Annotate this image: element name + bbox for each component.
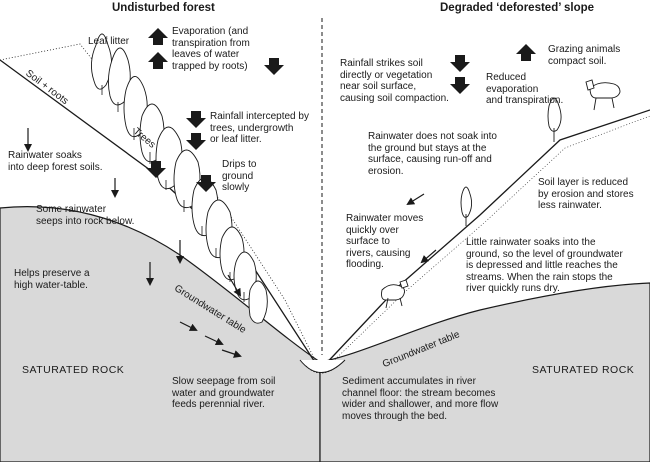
evaporation-up-arrows xyxy=(148,28,168,69)
label-reduced-evaporation: Reduced evaporation and transpiration. xyxy=(486,72,564,106)
forest-tree-trunks xyxy=(101,85,245,302)
grazing-animal-bottom xyxy=(381,279,409,309)
label-rainfall-strikes: Rainfall strikes soil directly or vegeta… xyxy=(340,58,449,104)
label-seeps: Some rainwater seeps into rock below. xyxy=(36,204,135,227)
lone-tree-small xyxy=(460,186,473,226)
saturated-rock-right xyxy=(319,282,650,462)
label-leaf-litter: Leaf litter xyxy=(88,36,130,47)
reduced-evaporation-up-arrow xyxy=(516,44,536,61)
title-degraded-slope: Degraded ‘deforested’ slope xyxy=(440,2,595,14)
rainfall-down-arrows-right xyxy=(450,55,470,94)
label-sediment: Sediment accumulates in river channel fl… xyxy=(342,376,499,422)
label-rainwater-soaks: Rainwater soaks into deep forest soils. xyxy=(8,150,103,173)
lone-tree-top xyxy=(547,97,562,142)
deforested-slope-surface xyxy=(319,109,650,371)
rainfall-down-arrows-left xyxy=(146,58,284,192)
label-moves-quickly: Rainwater moves quickly over surface to … xyxy=(346,213,424,270)
flow-arrows xyxy=(24,128,437,358)
label-preserve: Helps preserve a high water-table. xyxy=(14,268,90,291)
label-rainfall-intercepted: Rainfall intercepted by trees, undergrow… xyxy=(210,111,309,145)
forest-trees xyxy=(91,33,268,324)
label-slow-seepage: Slow seepage from soil water and groundw… xyxy=(172,376,276,410)
label-grazing-animals: Grazing animals compact soil. xyxy=(548,44,621,67)
label-drips: Drips to ground slowly xyxy=(222,159,257,193)
label-soil-layer-reduced: Soil layer is reduced by erosion and sto… xyxy=(538,177,634,211)
grazing-animal-top xyxy=(585,79,621,111)
label-saturated-rock-right: SATURATED ROCK xyxy=(532,364,635,376)
deforested-soil-layer xyxy=(321,115,650,373)
label-little-soaks: Little rainwater soaks into the ground, … xyxy=(466,237,623,294)
label-saturated-rock-left: SATURATED ROCK xyxy=(22,364,125,376)
river-channel xyxy=(299,359,346,373)
label-evaporation: Evaporation (and transpiration from leav… xyxy=(172,26,250,72)
label-no-soak: Rainwater does not soak into the ground … xyxy=(368,131,497,177)
saturated-rock-left xyxy=(0,206,321,462)
title-undisturbed-forest: Undisturbed forest xyxy=(112,2,215,14)
